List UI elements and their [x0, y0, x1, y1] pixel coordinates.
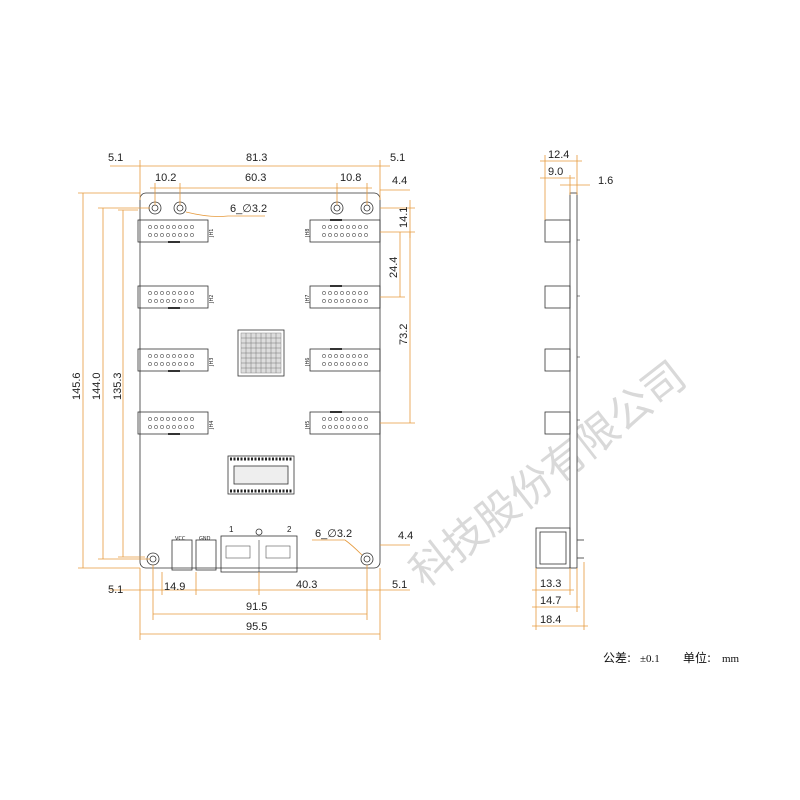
- header-jh4: JH4: [137, 411, 215, 435]
- vcc-label: VCC: [175, 536, 186, 542]
- side-dim-a: 13.3: [540, 578, 561, 590]
- dim-top-left-hole: 10.2: [155, 172, 176, 184]
- header-jh1: JH1: [137, 219, 215, 243]
- dim-left-hole-span: 144.0: [91, 372, 103, 400]
- port-1-label: 1: [229, 525, 234, 534]
- dim-right-span: 73.2: [398, 324, 410, 345]
- side-board: [569, 192, 578, 569]
- header-label: JH2: [209, 295, 215, 304]
- dim-right-pitch: 24.4: [388, 257, 400, 278]
- watermark: 科技股份有限公司: [400, 351, 695, 596]
- side-header-1: [544, 219, 571, 243]
- header-label: JH3: [209, 358, 215, 367]
- header-jh5: JH5: [305, 411, 381, 435]
- dim-top-right-hole: 10.8: [340, 172, 361, 184]
- side-dim-overall: 12.4: [548, 149, 569, 161]
- header-label: JH6: [305, 358, 311, 367]
- header-label: JH4: [209, 421, 215, 430]
- gnd-label: GND: [199, 536, 211, 542]
- header-jh3: JH3: [137, 348, 215, 372]
- header-label: JH8: [305, 229, 311, 238]
- side-view: [535, 192, 584, 569]
- dim-bottom-hole-span: 91.5: [246, 601, 267, 613]
- dim-bottom-power: 14.9: [164, 581, 185, 593]
- b2b-connector: [227, 455, 295, 495]
- side-dim-c: 18.4: [540, 614, 561, 626]
- bga-chip: [237, 329, 285, 377]
- dim-top-hole-span: 81.3: [246, 152, 267, 164]
- side-dim-inner: 9.0: [548, 166, 563, 178]
- dim-left-total: 145.6: [71, 372, 83, 400]
- right-headers: JH8 JH7 JH6: [305, 219, 381, 435]
- port-2-label: 2: [287, 525, 292, 534]
- side-dimensions: 12.4 9.0 1.6 13.3 14.7 18.4: [532, 149, 613, 630]
- hole-callout-top: 6_∅3.2: [230, 203, 267, 215]
- header-jh6: JH6: [305, 348, 381, 372]
- header-jh7: JH7: [305, 285, 381, 309]
- watermark-text: 科技股份有限公司: [400, 351, 695, 596]
- mounting-holes: [146, 201, 374, 566]
- front-view: JH1 JH2 JH3: [137, 192, 381, 573]
- dim-bottom-right-margin: 5.1: [392, 579, 407, 591]
- mounting-hole-icon: [360, 552, 374, 566]
- tolerance-value: ±0.1: [640, 653, 660, 665]
- dim-bottom-port: 40.3: [296, 579, 317, 591]
- left-headers: JH1 JH2 JH3: [137, 219, 215, 435]
- front-dimensions: 5.1 81.3 5.1 10.2 60.3 10.8 4.4 6_∅3.2 1…: [71, 152, 415, 640]
- dim-left-inner: 135.3: [112, 372, 124, 400]
- dim-bottom-total: 95.5: [246, 621, 267, 633]
- side-port: [535, 527, 571, 569]
- side-dim-b: 14.7: [540, 595, 561, 607]
- header-label: JH5: [305, 421, 311, 430]
- gnd-terminal: [195, 539, 217, 571]
- header-label: JH1: [209, 229, 215, 238]
- dim-top-center: 60.3: [245, 172, 266, 184]
- dim-right-top: 14.1: [398, 207, 410, 228]
- power-terminals: VCC GND: [171, 536, 217, 571]
- dim-top-left-margin: 5.1: [108, 152, 123, 164]
- unit-value: mm: [722, 653, 740, 665]
- side-header-3: [544, 348, 571, 372]
- tolerance-label: 公差:: [603, 651, 631, 665]
- unit-label: 单位:: [683, 650, 711, 665]
- dim-bottom-left-margin: 5.1: [108, 584, 123, 596]
- side-header-4: [544, 411, 571, 435]
- header-label: JH7: [305, 295, 311, 304]
- header-jh2: JH2: [137, 285, 215, 309]
- dim-top-right-margin: 5.1: [390, 152, 405, 164]
- hole-callout-bottom: 6_∅3.2: [315, 528, 352, 540]
- drawing-notes: 公差: ±0.1 单位: mm: [603, 650, 740, 665]
- dim-right-bottom-corner: 4.4: [398, 530, 413, 542]
- dim-top-corner: 4.4: [392, 175, 407, 187]
- network-ports: 1 2: [220, 525, 298, 573]
- vcc-terminal: [171, 539, 193, 571]
- side-dim-board: 1.6: [598, 175, 613, 187]
- side-header-2: [544, 285, 571, 309]
- header-jh8: JH8: [305, 219, 381, 243]
- board-outline: [139, 192, 381, 569]
